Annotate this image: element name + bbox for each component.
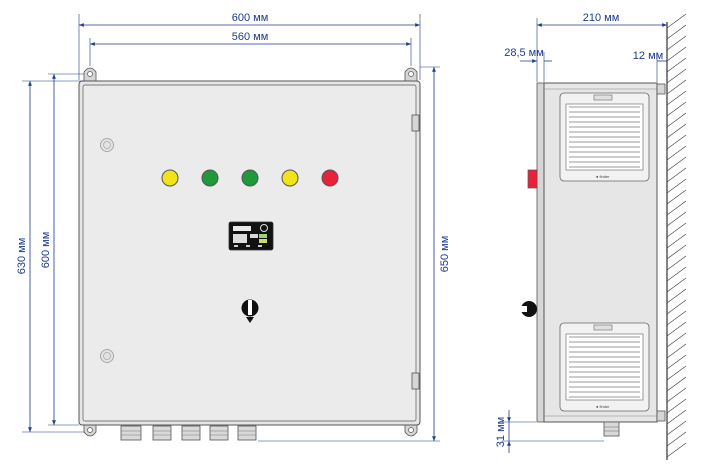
dim-height-outer: 630 мм	[16, 238, 28, 275]
dim-height-inner: 600 мм	[40, 232, 52, 269]
wall-hatching	[666, 13, 687, 458]
cable-gland-icon	[152, 425, 172, 441]
enclosure-door	[82, 84, 417, 422]
side-view: ● finder ● finder	[521, 13, 687, 460]
hinge-top	[411, 114, 420, 132]
front-view	[78, 67, 421, 441]
indicator-lamp-1	[161, 169, 179, 187]
rotary-switch-icon	[241, 299, 259, 323]
indicator-lamp-3	[241, 169, 259, 187]
fan-filter-grille-icon: ● finder	[559, 92, 650, 182]
cable-gland-icon	[181, 425, 201, 441]
door-lock-top	[100, 138, 114, 152]
indicator-lamp-4	[281, 169, 299, 187]
side-dimensions: 210 мм 28,5 мм 12 мм 31 мм	[495, 12, 667, 453]
dim-wall-gap: 12 мм	[633, 50, 663, 62]
door-lock-bottom	[100, 349, 114, 363]
cable-gland-icon	[603, 421, 620, 437]
dim-depth: 210 мм	[583, 12, 620, 24]
mounting-lug-bottom-right	[404, 422, 418, 437]
svg-text:● finder: ● finder	[596, 404, 610, 409]
wall-bracket-top	[656, 83, 666, 95]
cable-gland-icon	[120, 425, 142, 441]
hinge-bottom	[411, 372, 420, 390]
svg-text:● finder: ● finder	[596, 174, 610, 179]
fan-filter-grille-icon: ● finder	[559, 322, 650, 412]
side-door-edge	[536, 82, 545, 423]
side-red-button	[527, 169, 538, 189]
wall-bracket-bottom	[656, 410, 666, 422]
controller-display-icon	[228, 221, 274, 251]
mounting-lug-top-right	[404, 67, 418, 83]
dim-door-offset: 28,5 мм	[504, 47, 544, 59]
dim-bottom-offset: 31 мм	[495, 417, 507, 447]
front-dimensions: 600 мм 560 мм 630 мм 600 мм 650 мм	[16, 12, 451, 442]
indicator-lamp-2	[201, 169, 219, 187]
dim-height-total: 650 мм	[439, 236, 451, 273]
mounting-lug-top-left	[83, 67, 97, 83]
cable-gland-icon	[209, 425, 229, 441]
cable-gland-icon	[237, 425, 257, 441]
mounting-lug-bottom-left	[83, 422, 97, 437]
dim-width-outer: 600 мм	[232, 12, 269, 24]
dim-width-inner: 560 мм	[232, 31, 269, 43]
side-rotary-switch-icon	[521, 301, 537, 317]
indicator-lamp-5	[321, 169, 339, 187]
